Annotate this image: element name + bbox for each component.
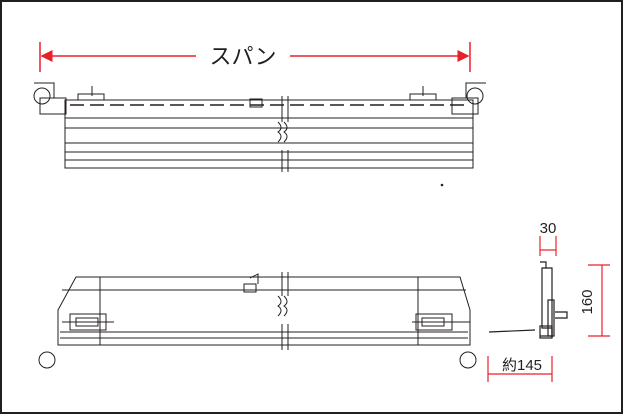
side-view-drawing [38,272,477,369]
dim-30 [539,236,557,256]
span-label: スパン [209,44,276,69]
section-detail-drawing [488,261,568,339]
dim-160-label: 160 [579,289,596,314]
dim-145-label: 約145 [502,357,542,374]
dim-160 [588,264,610,337]
dim-30-label: 30 [540,220,557,237]
span-dimension [39,42,471,72]
top-view-drawing [33,82,486,187]
dim-145 [487,356,553,382]
